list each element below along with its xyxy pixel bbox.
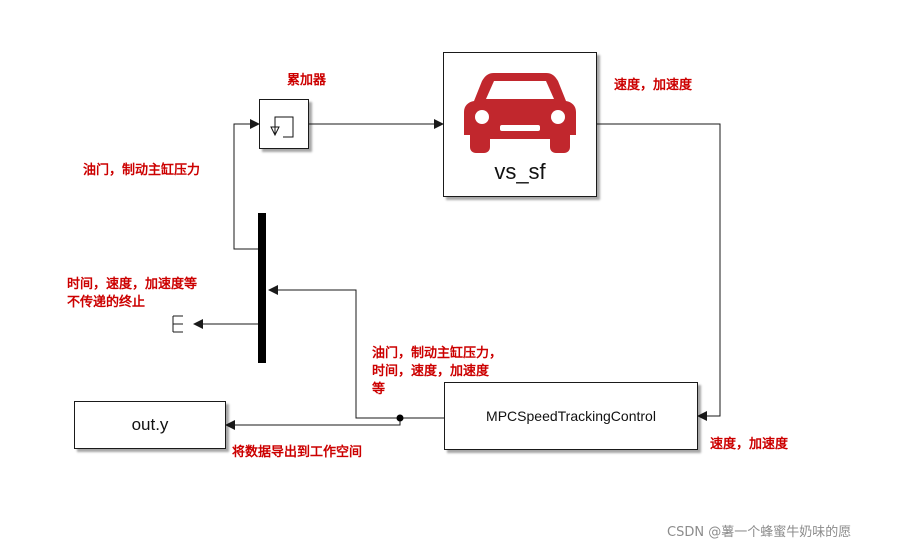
accumulator-label: 累加器 (287, 73, 327, 88)
wire-mux-to-accumulator[interactable] (233, 119, 261, 250)
branch-junction (396, 414, 404, 422)
vehicle-block[interactable]: vs_sf (443, 52, 597, 197)
controller-block-label: MPCSpeedTrackingControl (486, 408, 656, 424)
terminated-signals-note: 时间，速度，加速度等 不传递的终止 (67, 276, 197, 312)
vehicle-block-label: vs_sf (494, 159, 546, 184)
wire-junction-to-mux[interactable] (268, 285, 400, 419)
vehicle-output-note: 速度，加速度 (614, 78, 693, 93)
accumulator-block[interactable] (259, 99, 309, 149)
output-block-label: out.y (131, 415, 169, 434)
controller-outputs-line: 油门，制动主缸压力， (372, 346, 503, 361)
accumulator-icon (270, 116, 294, 138)
export-note: 将数据导出到工作空间 (232, 445, 363, 460)
controller-outputs-note: 油门，制动主缸压力， 时间，速度，加速度 等 (372, 345, 502, 399)
throttle-brake-note: 油门，制动主缸压力 (83, 163, 201, 178)
terminated-signals-line: 时间，速度，加速度等 (67, 277, 198, 292)
output-block[interactable]: out.y (74, 401, 226, 449)
terminated-signals-line: 不传递的终止 (67, 295, 146, 310)
controller-input-note: 速度，加速度 (710, 437, 789, 452)
controller-block[interactable]: MPCSpeedTrackingControl (444, 382, 698, 450)
car-icon (464, 73, 576, 153)
controller-outputs-line: 等 (372, 382, 386, 397)
controller-outputs-line: 时间，速度，加速度 (372, 364, 490, 379)
mux-bar[interactable] (258, 213, 266, 363)
terminator-icon[interactable] (172, 315, 183, 333)
wire-vehicle-to-controller[interactable] (597, 123, 721, 421)
watermark: CSDN @薯一个蜂蜜牛奶味的愿 (667, 525, 852, 540)
wire-junction-to-output[interactable] (225, 418, 401, 430)
